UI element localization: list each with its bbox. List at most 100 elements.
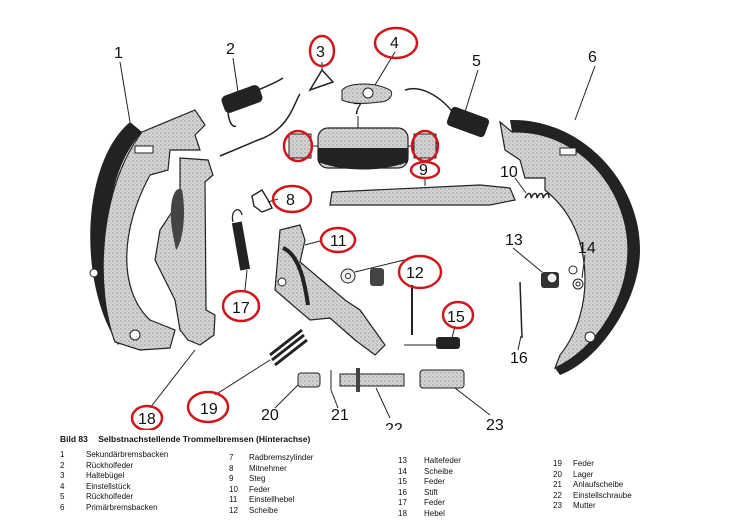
legend-number: 11 — [229, 495, 238, 505]
callout-8: 8 — [286, 192, 295, 209]
callout-5: 5 — [472, 53, 481, 70]
legend-part-name: Hebel — [424, 508, 445, 518]
callout-6: 6 — [588, 49, 597, 66]
legend-part-name: Feder — [424, 498, 445, 508]
callout-17: 17 — [232, 300, 250, 317]
legend-part-name: Stift — [424, 487, 438, 497]
legend-item: 18 Hebel — [398, 509, 461, 520]
figure-title: Selbstnachstellende Trommelbremsen (Hint… — [98, 434, 311, 444]
part-10-spring — [524, 192, 550, 199]
legend-number: 2 — [60, 460, 65, 470]
callout-21: 21 — [331, 407, 349, 424]
brake-exploded-diagram: 1 2 3 4 5 6 7 8 9 10 11 12 13 14 15 16 1… — [89, 26, 640, 430]
legend-part-name: Scheibe — [249, 505, 278, 515]
legend-number: 1 — [60, 450, 65, 459]
legend-part-name: Feder — [249, 484, 270, 494]
callout-10: 10 — [500, 164, 518, 181]
callout-13: 13 — [505, 232, 523, 249]
figure-number: Bild 83 — [60, 434, 88, 444]
highlight-8 — [271, 184, 313, 214]
legend-item: 16 Stift — [398, 488, 461, 499]
highlight-3 — [308, 34, 336, 68]
highlight-11 — [319, 226, 357, 254]
legend-number: 21 — [553, 480, 562, 490]
callout-18: 18 — [138, 411, 156, 428]
part-22-adjusting-screw — [339, 368, 405, 392]
legend-item: 14 Scheibe — [398, 467, 461, 478]
callout-12: 12 — [406, 265, 424, 282]
part-17-spring — [231, 209, 251, 271]
legend-item: 21 Anlaufscheibe — [553, 480, 632, 491]
part-14-washer — [572, 278, 584, 290]
leader-lines — [119, 51, 596, 419]
legend-number: 5 — [60, 492, 65, 502]
legend-number: 16 — [398, 487, 407, 497]
callout-2: 2 — [226, 41, 235, 58]
part-20-bearing — [297, 372, 321, 388]
legend-number: 14 — [398, 466, 407, 476]
legend-part-name: Anlaufscheibe — [573, 480, 624, 490]
legend-number: 3 — [60, 471, 65, 481]
part-19-spring — [269, 328, 308, 367]
callout-15: 15 — [447, 309, 465, 326]
callout-1: 1 — [114, 45, 123, 62]
legend-item: 22 Einstellschraube — [553, 491, 632, 502]
callout-14: 14 — [578, 240, 596, 257]
callout-3: 3 — [316, 44, 325, 61]
legend-part-name: Primärbremsbacken — [86, 502, 158, 512]
part-4-adjuster-piece — [341, 83, 393, 104]
legend-number: 4 — [60, 481, 65, 491]
part-15-spring — [404, 337, 460, 349]
legend-number: 13 — [398, 456, 407, 465]
part-6-primary-brake-shoe — [499, 119, 640, 375]
part-9-strut — [329, 184, 516, 206]
legend-item: 17 Feder — [398, 498, 461, 509]
callout-19: 19 — [200, 401, 218, 418]
legend-part-name: Lager — [573, 469, 594, 479]
callout-16: 16 — [510, 350, 528, 367]
callout-9: 9 — [419, 162, 428, 179]
highlight-18 — [130, 404, 164, 430]
callout-labels: 1 2 3 4 5 6 7 8 9 10 11 12 13 14 15 16 1… — [114, 35, 597, 430]
legend-number: 22 — [553, 490, 562, 500]
callout-23: 23 — [486, 417, 504, 430]
part-1-secondary-brake-shoe — [89, 109, 206, 351]
legend-item: 5 Rückholfeder — [60, 492, 168, 503]
part-18-lever — [154, 157, 216, 346]
legend-number: 23 — [553, 501, 562, 511]
legend-number: 8 — [229, 463, 234, 473]
legend-part-name: Einstellschraube — [573, 490, 632, 500]
legend-part-name: Sekundärbremsbacken — [86, 450, 169, 459]
highlight-17 — [221, 289, 261, 323]
legend-part-name: Scheibe — [424, 466, 453, 476]
legend-number: 9 — [229, 474, 234, 484]
legend-part-name: Einstellhebel — [249, 495, 295, 505]
highlight-4 — [373, 26, 419, 60]
highlight-piston-left — [282, 129, 314, 163]
part-11-adjusting-lever — [274, 224, 386, 356]
part-8-driver — [251, 189, 273, 213]
part-3-retaining-clip — [219, 68, 335, 157]
part-2-return-spring — [221, 77, 284, 128]
part-23-nut — [419, 369, 465, 389]
highlight-19 — [186, 390, 230, 424]
legend-part-name: Feder — [573, 459, 594, 468]
legend-number: 18 — [398, 508, 407, 518]
part-16-pin — [519, 281, 523, 339]
legend-part-name: Rückholfeder — [86, 492, 134, 502]
legend-part-name: Radbremszylinder — [249, 453, 314, 462]
callout-11: 11 — [330, 233, 347, 250]
highlight-12 — [397, 254, 443, 290]
legend-number: 17 — [398, 498, 407, 508]
